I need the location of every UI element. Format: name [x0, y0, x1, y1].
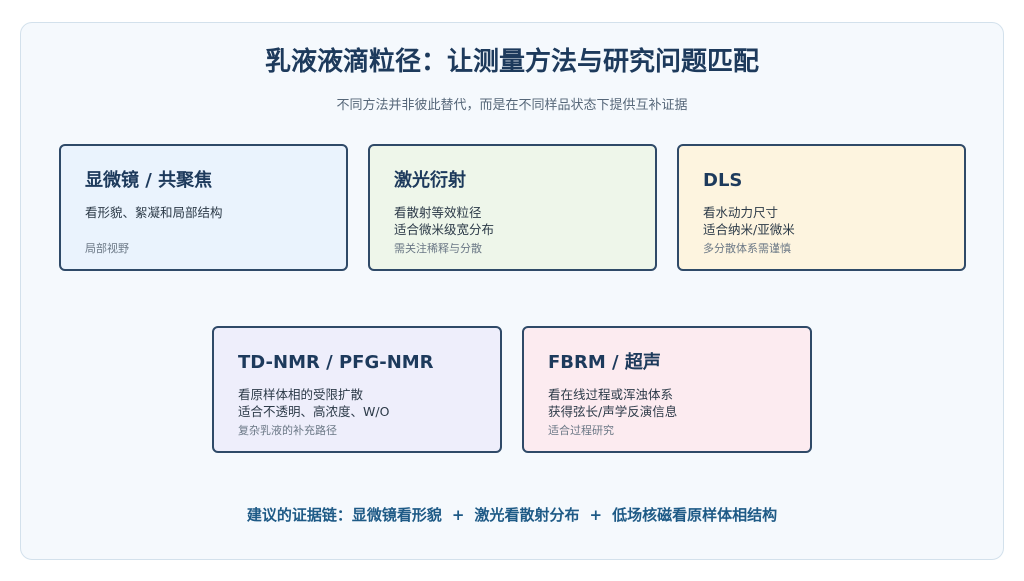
- method-note: 多分散体系需谨慎: [703, 242, 791, 255]
- method-description-line: 看在线过程或浑浊体系: [548, 387, 674, 402]
- method-title: TD-NMR / PFG-NMR: [238, 352, 434, 373]
- method-title: 显微镜 / 共聚焦: [85, 170, 213, 191]
- method-card-laser-diffraction: 激光衍射 看散射等效粒径 适合微米级宽分布 需关注稀释与分散: [368, 144, 657, 271]
- evidence-chain-step: 激光看散射分布: [474, 506, 580, 524]
- method-description-line: 看形貌、絮凝和局部结构: [85, 205, 223, 220]
- method-description-line: 适合不透明、高浓度、W/O: [238, 404, 390, 419]
- evidence-chain-step: 低场核磁看原样体相结构: [612, 506, 778, 524]
- method-note: 复杂乳液的补充路径: [238, 424, 337, 437]
- diagram-frame: [20, 22, 1004, 560]
- method-title: 激光衍射: [394, 170, 466, 191]
- method-description-line: 看原样体相的受限扩散: [238, 387, 364, 402]
- method-description-line: 看散射等效粒径: [394, 205, 482, 220]
- method-description-line: 看水动力尺寸: [703, 205, 779, 220]
- method-description-line: 适合微米级宽分布: [394, 222, 495, 237]
- plus-separator: +: [451, 506, 465, 524]
- evidence-chain: 建议的证据链：显微镜看形貌 + 激光看散射分布 + 低场核磁看原样体相结构: [0, 504, 1024, 526]
- page-title: 乳液液滴粒径：让测量方法与研究问题匹配: [264, 47, 759, 77]
- plus-separator: +: [589, 506, 603, 524]
- method-description: 看散射等效粒径 适合微米级宽分布: [394, 204, 494, 238]
- method-note: 需关注稀释与分散: [394, 242, 482, 255]
- method-title: DLS: [703, 170, 743, 191]
- page-subtitle: 不同方法并非彼此替代，而是在不同样品状态下提供互补证据: [336, 98, 688, 113]
- method-description-line: 适合纳米/亚微米: [703, 222, 795, 237]
- method-note: 适合过程研究: [548, 424, 614, 437]
- method-title: FBRM / 超声: [548, 352, 661, 373]
- method-card-fbrm-ultrasound: FBRM / 超声 看在线过程或浑浊体系 获得弦长/声学反演信息 适合过程研究: [522, 326, 812, 453]
- method-note: 局部视野: [85, 242, 129, 255]
- method-description: 看在线过程或浑浊体系 获得弦长/声学反演信息: [548, 386, 677, 420]
- evidence-chain-step: 显微镜看形貌: [351, 506, 442, 524]
- evidence-chain-prefix: 建议的证据链：: [246, 506, 352, 524]
- method-description: 看水动力尺寸 适合纳米/亚微米: [703, 204, 795, 238]
- method-card-microscopy: 显微镜 / 共聚焦 看形貌、絮凝和局部结构 局部视野: [59, 144, 348, 271]
- method-description: 看原样体相的受限扩散 适合不透明、高浓度、W/O: [238, 386, 389, 420]
- method-card-dls: DLS 看水动力尺寸 适合纳米/亚微米 多分散体系需谨慎: [677, 144, 966, 271]
- method-description: 看形貌、絮凝和局部结构: [85, 204, 223, 221]
- method-card-nmr: TD-NMR / PFG-NMR 看原样体相的受限扩散 适合不透明、高浓度、W/…: [212, 326, 502, 453]
- method-description-line: 获得弦长/声学反演信息: [548, 404, 678, 419]
